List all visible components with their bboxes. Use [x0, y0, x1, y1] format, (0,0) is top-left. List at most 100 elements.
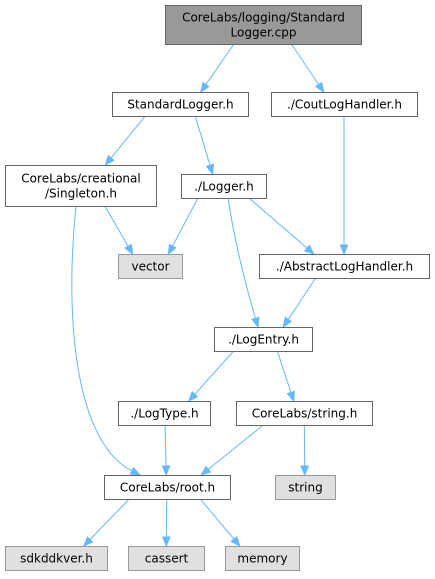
edge-standard-logger-cpp-to-standard-logger-h: [199, 43, 235, 94]
edge-line: [287, 277, 317, 321]
node-box: [118, 254, 183, 279]
edge-line: [110, 115, 146, 160]
edge-corelabs-root-h-to-cassert: [161, 498, 171, 548]
arrowhead-icon: [282, 316, 293, 329]
node-log-entry-h[interactable]: ./LogEntry.h: [214, 327, 313, 352]
edges-layer: [71, 43, 349, 548]
arrowhead-icon: [199, 81, 210, 94]
arrowhead-icon: [339, 244, 349, 256]
node-label: ./CoutLogHandler.h: [287, 98, 402, 112]
edge-standard-logger-h-to-logger-h: [194, 115, 215, 176]
edge-log-entry-h-to-log-type-h: [187, 350, 234, 403]
node-label: vector: [131, 260, 169, 274]
node-label: CoreLabs/creational: [21, 172, 140, 186]
arrowhead-icon: [167, 243, 177, 256]
node-label: Logger.cpp: [231, 26, 297, 40]
node-cassert: cassert: [128, 546, 205, 571]
edge-line: [171, 197, 199, 248]
edge-corelabs-string-h-to-corelabs-root-h: [200, 424, 264, 476]
node-label: CoreLabs/root.h: [120, 481, 215, 495]
edge-line: [193, 350, 234, 396]
node-label: /Singleton.h: [45, 187, 117, 201]
arrowhead-icon: [230, 535, 241, 548]
node-label: StandardLogger.h: [127, 98, 233, 112]
node-corelabs-string-h[interactable]: CoreLabs/string.h: [236, 401, 373, 426]
arrowhead-icon: [303, 244, 315, 255]
arrowhead-icon: [161, 465, 171, 477]
node-box: [275, 475, 336, 500]
edge-line: [207, 424, 264, 471]
edge-log-entry-h-to-corelabs-string-h: [276, 350, 295, 403]
node-box: [165, 5, 362, 45]
node-standard-logger-h[interactable]: StandardLogger.h: [112, 92, 249, 117]
node-box: [271, 92, 418, 117]
edge-cout-log-handler-h-to-abstract-log-handler-h: [339, 115, 349, 256]
arrowhead-icon: [200, 465, 212, 476]
edge-line: [199, 498, 236, 541]
edge-line: [227, 197, 257, 320]
edge-standard-logger-h-to-singleton-h: [104, 115, 146, 167]
node-box: [128, 546, 205, 571]
edge-singleton-h-to-corelabs-root-h: [71, 205, 142, 476]
edge-line: [276, 350, 292, 394]
node-box: [259, 254, 430, 279]
node-box: [181, 174, 267, 199]
node-box: [104, 475, 231, 500]
node-box: [118, 401, 211, 426]
node-box: [236, 401, 373, 426]
edge-line: [71, 205, 134, 472]
node-label: string: [288, 481, 322, 495]
edge-line: [204, 43, 235, 86]
node-abstract-log-handler-h[interactable]: ./AbstractLogHandler.h: [259, 254, 430, 279]
node-singleton-h[interactable]: CoreLabs/creational/Singleton.h: [5, 165, 157, 207]
node-label: memory: [237, 552, 287, 566]
node-label: ./AbstractLogHandler.h: [276, 260, 413, 274]
node-string: string: [275, 475, 336, 500]
edge-logger-h-to-vector: [167, 197, 199, 256]
arrowhead-icon: [205, 163, 215, 176]
edge-corelabs-root-h-to-memory: [199, 498, 241, 548]
edge-singleton-h-to-vector: [104, 205, 134, 256]
node-box: [214, 327, 313, 352]
nodes-layer: CoreLabs/logging/StandardLogger.cppStand…: [5, 5, 430, 571]
arrowhead-icon: [161, 536, 171, 548]
node-log-type-h[interactable]: ./LogType.h: [118, 401, 211, 426]
edge-line: [248, 197, 309, 250]
node-label: ./LogType.h: [130, 407, 198, 421]
node-box: [225, 546, 300, 571]
node-label: CoreLabs/logging/Standard: [182, 11, 345, 25]
arrowhead-icon: [124, 243, 134, 256]
node-label: sdkddkver.h: [20, 552, 93, 566]
node-box: [5, 546, 108, 571]
edge-corelabs-string-h-to-string: [300, 424, 310, 477]
node-sdkddkver-h: sdkddkver.h: [5, 546, 108, 571]
arrowhead-icon: [129, 466, 142, 476]
arrowhead-icon: [286, 390, 295, 403]
node-box: [5, 165, 157, 207]
edge-logger-h-to-log-entry-h: [227, 197, 260, 329]
edge-standard-logger-cpp-to-cout-log-handler-h: [290, 43, 325, 94]
arrowhead-icon: [82, 536, 94, 547]
edge-line: [290, 43, 320, 86]
arrowhead-icon: [314, 81, 325, 94]
edge-abstract-log-handler-h-to-log-entry-h: [282, 277, 317, 329]
edge-corelabs-root-h-to-sdkddkver-h: [82, 498, 130, 547]
edge-line: [104, 205, 130, 248]
node-label: ./Logger.h: [194, 180, 254, 194]
node-logger-h[interactable]: ./Logger.h: [181, 174, 267, 199]
node-cout-log-handler-h[interactable]: ./CoutLogHandler.h: [271, 92, 418, 117]
edge-logger-h-to-abstract-log-handler-h: [248, 197, 315, 255]
node-standard-logger-cpp[interactable]: CoreLabs/logging/StandardLogger.cpp: [165, 5, 362, 45]
arrowhead-icon: [300, 465, 310, 477]
node-label: ./LogEntry.h: [228, 333, 299, 347]
node-vector: vector: [118, 254, 183, 279]
node-label: CoreLabs/string.h: [252, 407, 358, 421]
edge-line: [88, 498, 130, 541]
edge-line: [194, 115, 211, 167]
node-label: cassert: [145, 552, 189, 566]
node-memory: memory: [225, 546, 300, 571]
node-corelabs-root-h[interactable]: CoreLabs/root.h: [104, 475, 231, 500]
arrowhead-icon: [187, 391, 199, 403]
node-box: [112, 92, 249, 117]
